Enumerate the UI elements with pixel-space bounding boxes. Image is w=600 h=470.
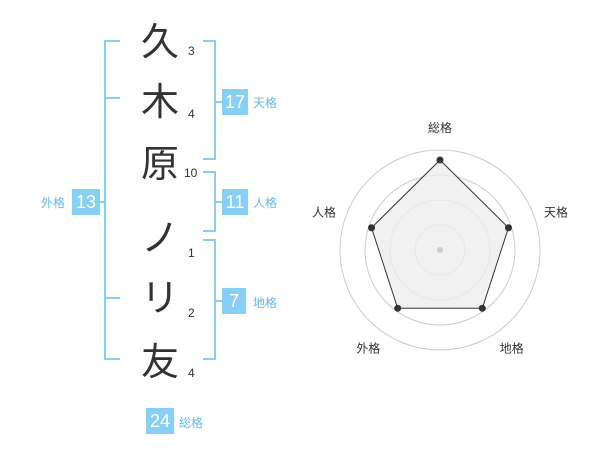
tenkaku-label: 天格 [253, 96, 278, 110]
name-char-1: 久 [140, 20, 179, 64]
tenkaku-value: 17 [222, 89, 248, 115]
stroke-count-6: 4 [188, 366, 195, 380]
radar-point-1 [436, 156, 444, 164]
name-char-6: 友 [140, 340, 179, 384]
soukaku-value: 24 [146, 408, 174, 434]
radar-axis-label-5: 人格 [312, 204, 336, 219]
jinkaku-label: 人格 [253, 196, 278, 210]
stroke-count-3: 10 [184, 166, 198, 180]
radar-grid-ring [339, 149, 541, 351]
radar-point-3 [478, 304, 486, 312]
stroke-count-4: 1 [188, 246, 195, 260]
chikaku-value: 7 [222, 288, 246, 314]
radar-point-4 [394, 304, 402, 312]
radar-axis-label-2: 天格 [544, 204, 568, 219]
radar-point-5 [368, 224, 376, 232]
radar-polygon [370, 159, 510, 309]
name-char-3: 原 [140, 142, 179, 186]
jinkaku-value: 11 [222, 189, 248, 215]
stroke-count-1: 3 [188, 44, 195, 58]
gaikaku-label: 外格 [41, 196, 66, 210]
soukaku-label: 総格 [179, 416, 204, 430]
radar-axis-label-4: 外格 [356, 341, 380, 356]
chikaku-label: 地格 [253, 296, 278, 310]
stroke-count-2: 4 [188, 107, 195, 121]
name-char-4: ノ [140, 216, 179, 260]
radar-center-point [437, 247, 443, 253]
radar-axis-label-3: 地格 [500, 341, 524, 356]
radar-point-2 [504, 224, 512, 232]
gaikaku-value: 13 [72, 189, 100, 215]
name-char-5: リ [140, 276, 179, 320]
radar-axis-label-1: 総格 [428, 120, 452, 135]
name-char-2: 木 [140, 80, 179, 124]
stroke-count-5: 2 [188, 306, 195, 320]
